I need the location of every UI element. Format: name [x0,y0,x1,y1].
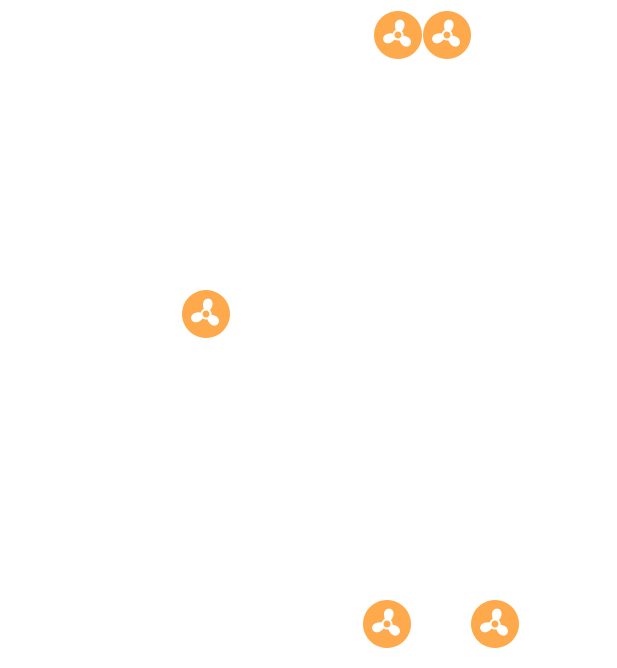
fan-icon [471,600,519,648]
fan-icon [423,11,471,59]
fan-icon [182,290,230,338]
fan-icon [363,600,411,648]
fan-icon [374,11,422,59]
